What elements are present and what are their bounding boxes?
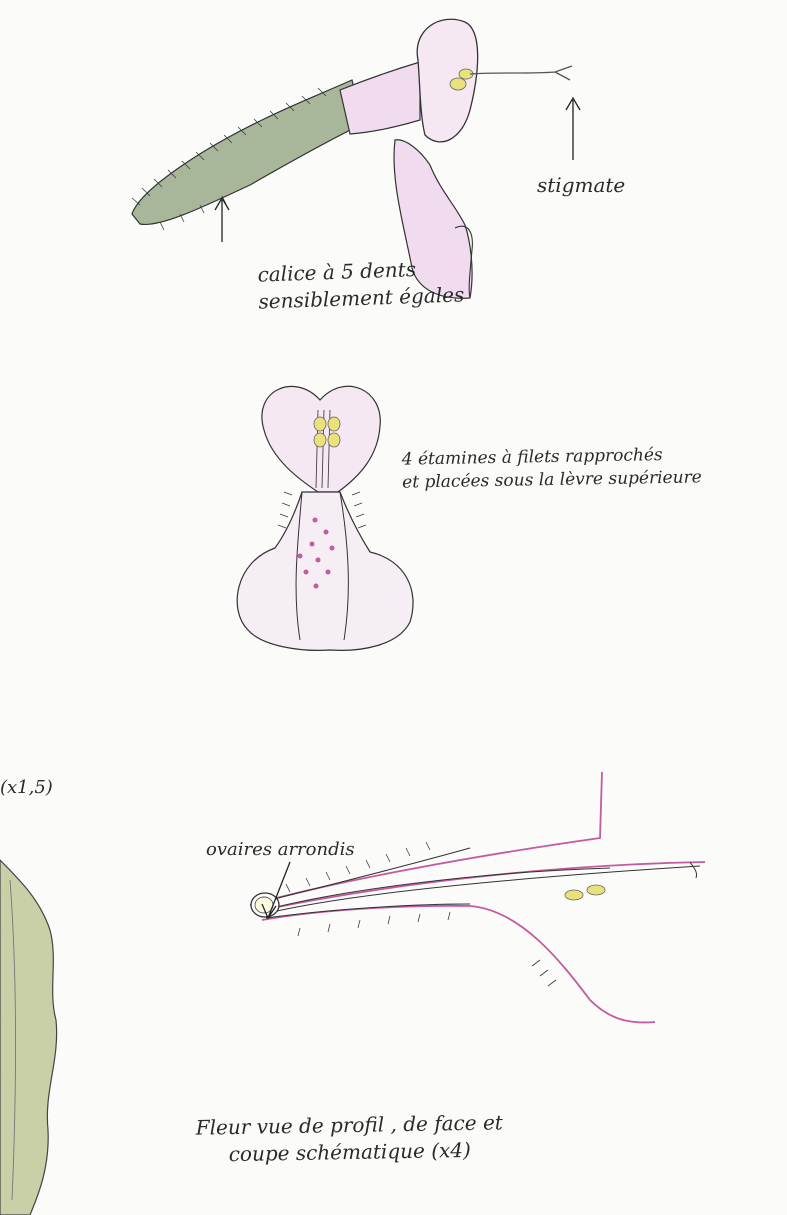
front-lower-lip [237,492,413,650]
figure-caption: Fleur vue de profil , de face et coupe s… [196,1109,504,1168]
stigmate-label: stigmate [537,172,625,199]
anther [587,885,605,895]
anther [314,433,326,447]
leaf [0,860,57,1215]
anther [328,433,340,447]
flower-profile-drawing [132,19,580,298]
calyx [132,80,362,224]
calice-label: calice à 5 dents sensiblement égales [257,254,465,315]
anther [565,890,583,900]
anther [328,417,340,431]
leaf-scale-label: (x1,5) [0,776,53,800]
stigmate-arrow [566,98,580,160]
anther [450,78,466,90]
flower-front-drawing [237,386,413,650]
section-lower-petal [262,906,655,1023]
etamines-label: 4 étamines à filets rapprochés et placée… [402,443,702,494]
calice-arrow [215,198,229,242]
ovaires-label: ovaires arrondis [206,838,355,862]
schematic-section-drawing [250,772,705,1022]
caption-line2: coupe schématique (x4) [196,1136,504,1168]
style [470,66,572,80]
corolla-tube [340,62,420,134]
leaf-drawing [0,860,57,1215]
anther [314,417,326,431]
upper-lip [417,19,477,142]
